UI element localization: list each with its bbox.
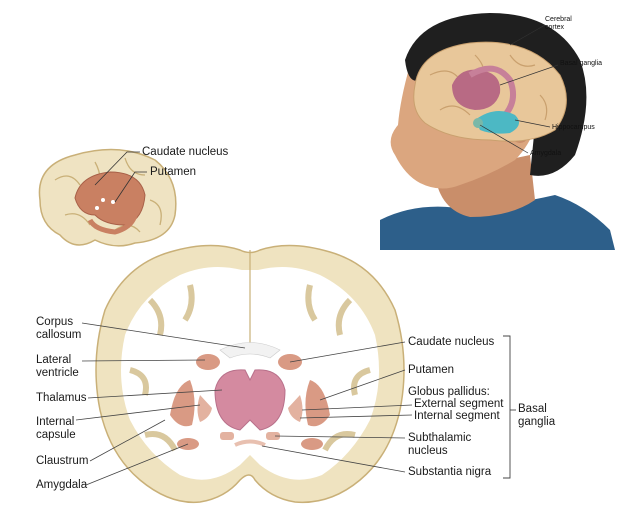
- subthal-line2: nucleus: [408, 445, 448, 457]
- label-caudate-lateral: Caudate nucleus: [142, 146, 229, 158]
- corpus-line1: Corpus: [36, 316, 74, 328]
- leader-int-capsule: [75, 404, 201, 421]
- leader-hippo: [514, 119, 551, 128]
- label-cerebral-cortex: Cerebral cortex: [545, 16, 572, 32]
- label-caudate-nucleus: Caudate nucleus: [408, 336, 495, 348]
- label-substantia-nigra: Substantia nigra: [408, 466, 492, 478]
- intcap-line1: Internal: [36, 416, 75, 428]
- leader-int-seg: [299, 414, 413, 419]
- leader-caudate: [94, 151, 140, 186]
- lateral-brain: [38, 148, 177, 247]
- label-basal-ganglia: Basal ganglia: [560, 60, 603, 67]
- head-illustration: [380, 13, 615, 250]
- lateral-dot: [111, 200, 115, 204]
- leader-corpus: [81, 322, 246, 349]
- label-internal-capsule: Internal capsule: [36, 416, 106, 442]
- leader-amyg: [479, 124, 529, 154]
- leader-putamen: [319, 369, 406, 401]
- thalamus: [214, 369, 286, 431]
- corpus-line2: callosum: [36, 329, 82, 341]
- label-corpus-callosum: Corpus callosum: [36, 316, 106, 342]
- label-hippocampus: Hippocampus: [552, 124, 595, 131]
- substantia-nigra: [234, 439, 266, 447]
- bracket-line1: Basal: [518, 403, 547, 415]
- label-basal-ganglia-bracket: Basal ganglia: [518, 403, 588, 429]
- subthal-line1: Subthalamic: [408, 432, 472, 444]
- leader-ext-seg: [301, 404, 413, 411]
- lateral-dot: [95, 206, 99, 210]
- leader-claustrum: [89, 419, 166, 462]
- label-subthalamic-nucleus: Subthalamic nucleus: [408, 432, 478, 458]
- label-thalamus: Thalamus: [36, 392, 87, 404]
- latvent-line2: ventricle: [36, 367, 79, 379]
- basal-ganglia: [452, 69, 501, 110]
- putamen-right: [305, 380, 330, 427]
- leader-lat-vent: [81, 359, 206, 362]
- leader-amygdala: [85, 443, 189, 486]
- lateral-tail: [87, 199, 139, 235]
- label-lateral-ventricle: Lateral ventricle: [36, 354, 106, 380]
- label-globus-pallidus: Globus pallidus:: [408, 386, 490, 398]
- label-amygdala: Amygdala: [36, 479, 88, 491]
- leader-thalamus: [87, 389, 223, 399]
- hippocampus: [475, 111, 519, 134]
- cerebral-line2: cortex: [545, 24, 565, 31]
- leader-caudate: [289, 341, 406, 363]
- caudate-arc: [468, 65, 517, 117]
- label-internal-segment: Internal segment: [414, 410, 500, 422]
- cerebral-line1: Cerebral: [545, 16, 572, 23]
- label-claustrum: Claustrum: [36, 455, 89, 467]
- caudate-left: [196, 354, 220, 370]
- putamen-left: [170, 380, 195, 427]
- gyri-folds: [129, 284, 371, 452]
- leader-cortex: [509, 24, 546, 46]
- leader-subthalamic: [274, 435, 406, 439]
- bracket-line2: ganglia: [518, 416, 556, 428]
- subthalamic-left: [220, 432, 234, 440]
- leader-nigra: [261, 445, 406, 473]
- label-putamen-lateral: Putamen: [150, 166, 197, 178]
- intcap-line2: capsule: [36, 429, 76, 441]
- shirt: [380, 195, 615, 250]
- label-amygdala-head: Amygdala: [530, 150, 562, 157]
- leader-putamen: [114, 171, 147, 203]
- lateral-caudate: [74, 171, 146, 226]
- latvent-line1: Lateral: [36, 354, 72, 366]
- leader-basal: [499, 64, 559, 86]
- subthalamic-right: [266, 432, 280, 440]
- label-putamen: Putamen: [408, 364, 455, 376]
- basal-bracket: [503, 335, 511, 479]
- globus-pallidus-left: [197, 395, 212, 422]
- label-external-segment: External segment: [414, 398, 504, 410]
- lateral-dot: [101, 198, 105, 202]
- amygdala-right: [301, 438, 323, 450]
- globus-pallidus-right: [288, 395, 303, 422]
- coronal-section: [95, 244, 405, 504]
